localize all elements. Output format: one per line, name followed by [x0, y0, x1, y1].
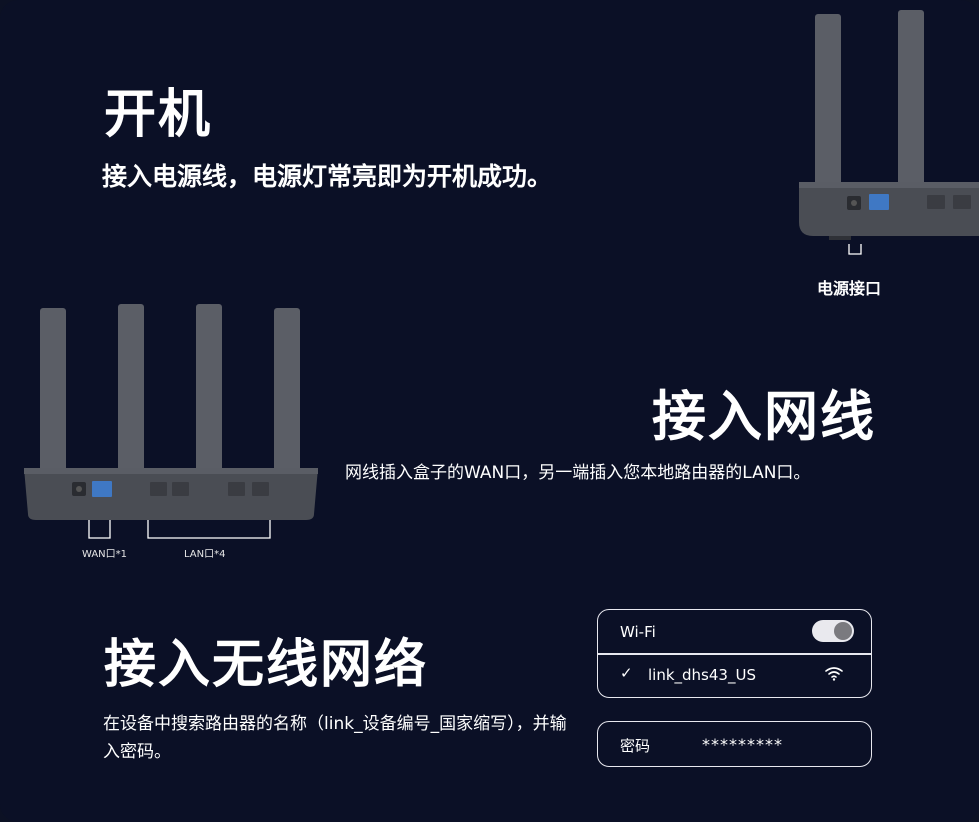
wireless-description: 在设备中搜索路由器的名称（link_设备编号_国家缩写），并输入密码。: [103, 714, 567, 762]
wifi-label: Wi-Fi: [620, 623, 656, 641]
cable-description: 网线插入盒子的WAN口，另一端插入您本地路由器的LAN口。: [345, 463, 811, 483]
password-card[interactable]: 密码 *********: [597, 721, 872, 767]
lan-bracket: [147, 520, 271, 539]
check-icon: ✓: [620, 664, 633, 682]
password-value[interactable]: *********: [702, 735, 783, 754]
power-title: 开机: [104, 85, 213, 145]
wan-bracket: [88, 520, 111, 539]
ethernet-port-blue: [869, 194, 889, 210]
router-antenna: [196, 304, 222, 498]
router-antenna: [274, 308, 300, 498]
toggle-knob: [834, 622, 852, 640]
router-antenna: [898, 10, 924, 204]
power-port-label: 电源接口: [817, 279, 882, 298]
router-antenna: [118, 304, 144, 498]
wifi-card: Wi-Fi ✓ link_dhs43_US: [597, 609, 872, 698]
wireless-title: 接入无线网络: [104, 635, 429, 695]
wifi-toggle[interactable]: [812, 620, 854, 642]
wan-port-label: WAN口*1: [82, 549, 128, 560]
wifi-network-name[interactable]: link_dhs43_US: [648, 666, 756, 684]
cable-title: 接入网线: [652, 385, 876, 448]
card-divider: [598, 653, 871, 655]
power-port-bracket: [848, 244, 862, 255]
wan-port: [92, 481, 112, 497]
wifi-signal-icon: [825, 667, 843, 681]
router-antenna: [815, 14, 841, 204]
password-label: 密码: [620, 737, 651, 755]
power-description: 接入电源线，电源灯常亮即为开机成功。: [102, 162, 553, 191]
router-antenna: [40, 308, 66, 498]
router-power-illustration: [799, 10, 979, 255]
lan-port-label: LAN口*4: [184, 549, 226, 560]
router-ports-illustration: [24, 304, 318, 539]
